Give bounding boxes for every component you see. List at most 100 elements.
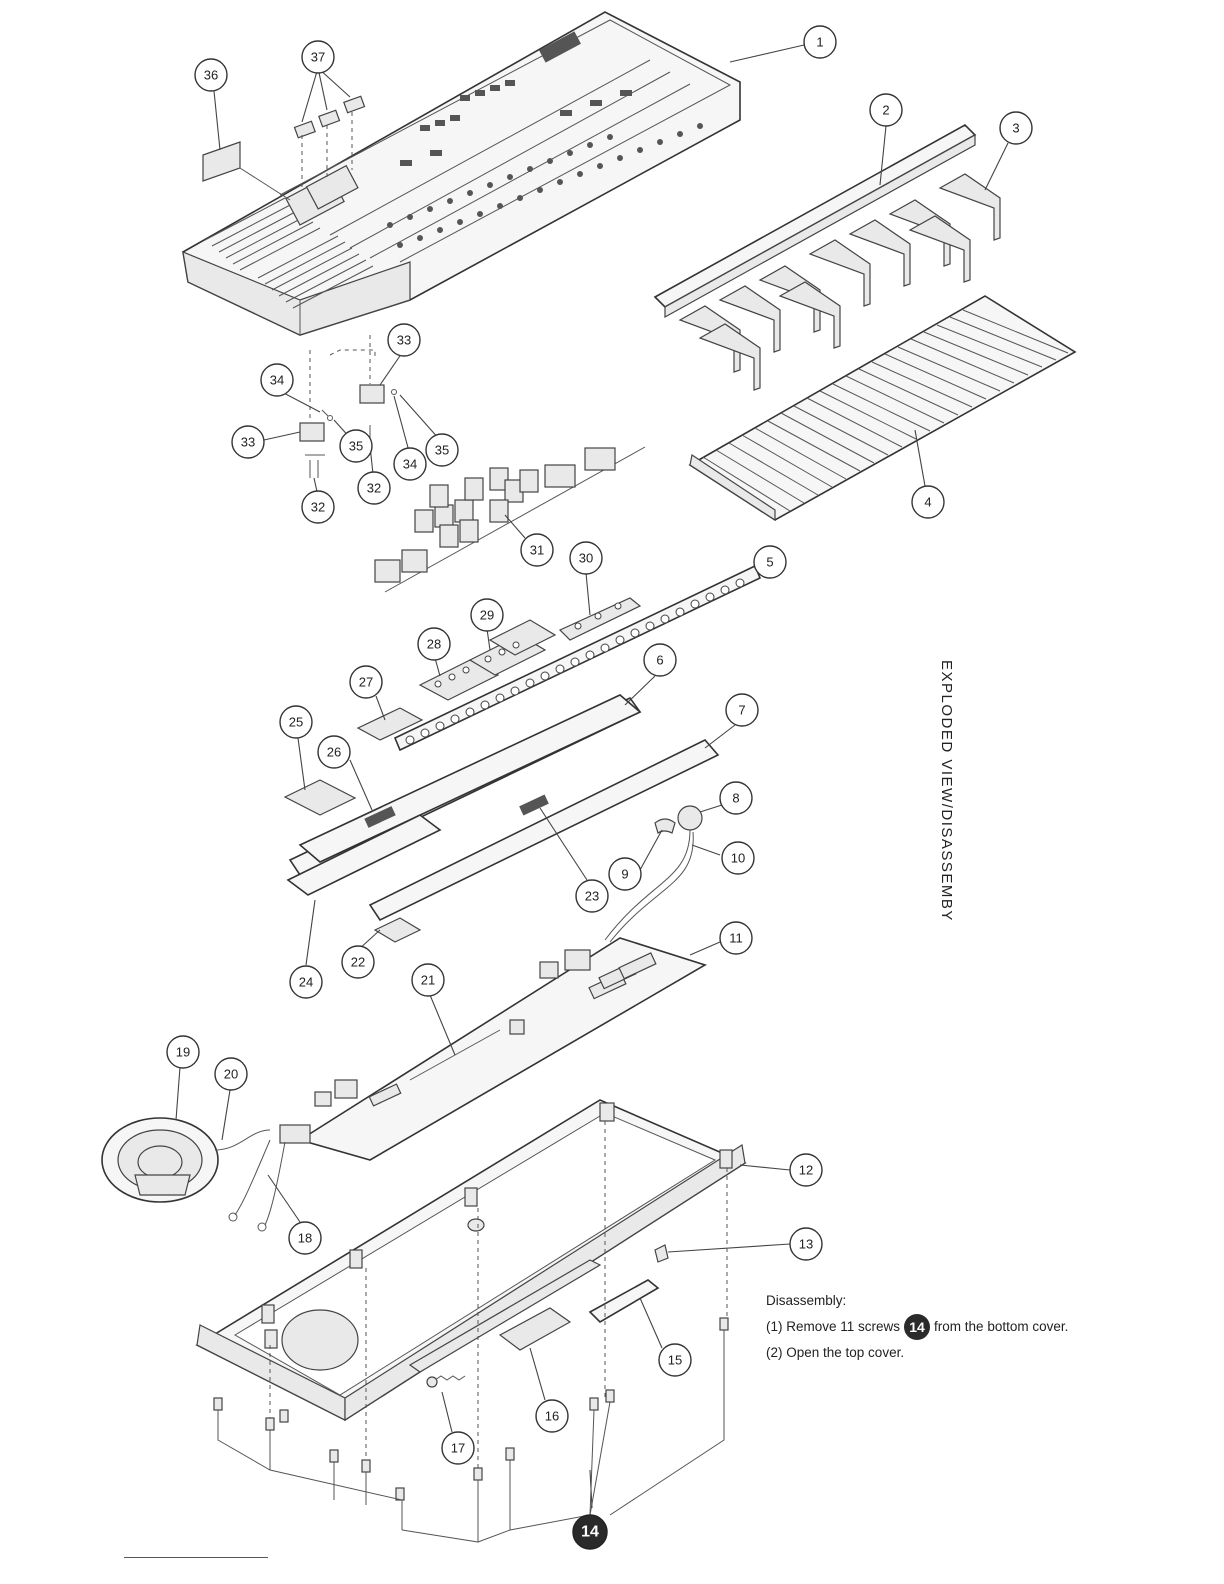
disassembly-step-1: (1) Remove 11 screws 14 from the bottom co… bbox=[766, 1314, 1186, 1340]
callout-24: 24 bbox=[290, 966, 322, 998]
svg-text:37: 37 bbox=[311, 50, 325, 65]
callout-1: 1 bbox=[804, 26, 836, 58]
callout-28: 28 bbox=[418, 628, 450, 660]
callout-29: 29 bbox=[471, 599, 503, 631]
svg-text:33: 33 bbox=[241, 435, 255, 450]
callout-6: 6 bbox=[644, 644, 676, 676]
svg-text:32: 32 bbox=[311, 500, 325, 515]
svg-text:35: 35 bbox=[435, 443, 449, 458]
callout-2: 2 bbox=[870, 94, 902, 126]
step1-suffix: from the bottom cover. bbox=[934, 1319, 1068, 1334]
svg-text:16: 16 bbox=[545, 1409, 559, 1424]
callout-25: 25 bbox=[280, 706, 312, 738]
board-strip-part bbox=[375, 918, 420, 942]
svg-text:15: 15 bbox=[668, 1353, 682, 1368]
page-title: EXPLODED VIEW/DISASSEMBY bbox=[934, 660, 958, 920]
svg-text:14: 14 bbox=[581, 1524, 599, 1541]
white-keys-part bbox=[690, 296, 1075, 520]
callout-30: 30 bbox=[570, 542, 602, 574]
svg-text:34: 34 bbox=[403, 457, 417, 472]
callout-32a: 32 bbox=[302, 491, 334, 523]
svg-text:4: 4 bbox=[924, 495, 931, 510]
svg-text:1: 1 bbox=[816, 35, 823, 50]
svg-text:5: 5 bbox=[766, 555, 773, 570]
svg-text:31: 31 bbox=[530, 543, 544, 558]
svg-text:8: 8 bbox=[732, 791, 739, 806]
callout-31: 31 bbox=[521, 534, 553, 566]
callout-4: 4 bbox=[912, 486, 944, 518]
svg-text:29: 29 bbox=[480, 608, 494, 623]
svg-text:34: 34 bbox=[270, 373, 284, 388]
callout-7: 7 bbox=[726, 694, 758, 726]
svg-text:22: 22 bbox=[351, 955, 365, 970]
callout-33b: 33 bbox=[388, 324, 420, 356]
panel-board-upper-part bbox=[290, 695, 640, 875]
svg-text:10: 10 bbox=[731, 851, 745, 866]
svg-text:30: 30 bbox=[579, 551, 593, 566]
callout-16: 16 bbox=[536, 1400, 568, 1432]
svg-text:19: 19 bbox=[176, 1045, 190, 1060]
callout-22: 22 bbox=[342, 946, 374, 978]
callout-11: 11 bbox=[720, 922, 752, 954]
svg-text:33: 33 bbox=[397, 333, 411, 348]
bracket-part bbox=[285, 780, 355, 815]
callout-9: 9 bbox=[609, 858, 641, 890]
speaker-part bbox=[102, 1067, 218, 1202]
callout-18: 18 bbox=[289, 1222, 321, 1254]
svg-text:9: 9 bbox=[621, 867, 628, 882]
callout-15: 15 bbox=[659, 1344, 691, 1376]
footer-rule bbox=[124, 1557, 268, 1558]
callout-36: 36 bbox=[195, 59, 227, 91]
screw-number-badge: 14 bbox=[904, 1314, 930, 1340]
callout-32b: 32 bbox=[358, 472, 390, 504]
callout-35a: 35 bbox=[340, 430, 372, 462]
disassembly-step-2: (2) Open the top cover. bbox=[766, 1340, 1186, 1366]
callout-17: 17 bbox=[442, 1432, 474, 1464]
svg-text:24: 24 bbox=[299, 975, 313, 990]
svg-text:23: 23 bbox=[585, 889, 599, 904]
svg-text:13: 13 bbox=[799, 1237, 813, 1252]
bottom-case-part bbox=[197, 1100, 790, 1420]
svg-text:27: 27 bbox=[359, 675, 373, 690]
callout-26: 26 bbox=[318, 736, 350, 768]
callout-34b: 34 bbox=[394, 448, 426, 480]
svg-text:6: 6 bbox=[656, 653, 663, 668]
callout-27: 27 bbox=[350, 666, 382, 698]
callout-19: 19 bbox=[167, 1036, 199, 1068]
svg-text:32: 32 bbox=[367, 481, 381, 496]
svg-text:26: 26 bbox=[327, 745, 341, 760]
svg-text:11: 11 bbox=[729, 931, 743, 946]
callout-3: 3 bbox=[1000, 112, 1032, 144]
label-plate-part bbox=[203, 142, 240, 181]
led-part bbox=[678, 806, 702, 830]
svg-text:20: 20 bbox=[224, 1067, 238, 1082]
svg-text:12: 12 bbox=[799, 1163, 813, 1178]
callout-8: 8 bbox=[720, 782, 752, 814]
callout-13: 13 bbox=[790, 1228, 822, 1260]
svg-text:36: 36 bbox=[204, 68, 218, 83]
svg-text:7: 7 bbox=[738, 703, 745, 718]
disassembly-notes: Disassembly: (1) Remove 11 screws 14 from … bbox=[766, 1288, 1186, 1366]
callout-33a: 33 bbox=[232, 426, 264, 458]
callout-34a: 34 bbox=[261, 364, 293, 396]
svg-text:25: 25 bbox=[289, 715, 303, 730]
svg-text:17: 17 bbox=[451, 1441, 465, 1456]
svg-text:35: 35 bbox=[349, 439, 363, 454]
svg-text:18: 18 bbox=[298, 1231, 312, 1246]
svg-text:2: 2 bbox=[882, 103, 889, 118]
callout-10: 10 bbox=[722, 842, 754, 874]
svg-text:21: 21 bbox=[421, 973, 435, 988]
callout-12: 12 bbox=[790, 1154, 822, 1186]
callout-35b: 35 bbox=[426, 434, 458, 466]
svg-text:28: 28 bbox=[427, 637, 441, 652]
callout-37: 37 bbox=[302, 41, 334, 73]
top-cover-part bbox=[183, 12, 740, 335]
callout-5: 5 bbox=[754, 546, 786, 578]
callout-21: 21 bbox=[412, 964, 444, 996]
svg-text:3: 3 bbox=[1012, 121, 1019, 136]
callout-23: 23 bbox=[576, 880, 608, 912]
disassembly-heading: Disassembly: bbox=[766, 1288, 1186, 1314]
callout-14: 14 bbox=[573, 1515, 607, 1549]
step1-prefix: (1) Remove 11 screws bbox=[766, 1319, 900, 1334]
